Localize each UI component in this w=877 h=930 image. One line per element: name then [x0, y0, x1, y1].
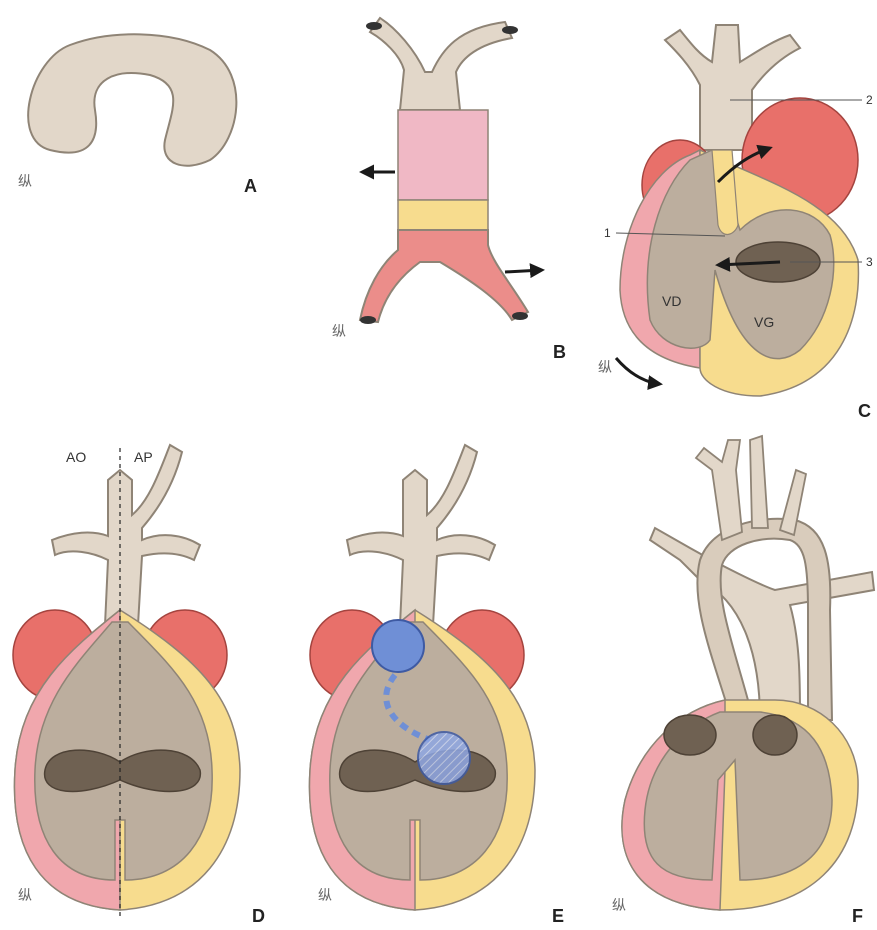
- panel-a-signature: 纵: [18, 174, 32, 190]
- outflow-trunk-e: [347, 445, 495, 625]
- panel-a: 纵 A: [18, 34, 257, 196]
- panel-d: AO AP 纵 D: [13, 445, 265, 926]
- label-vd: VD: [662, 293, 681, 309]
- arrow-rotation: [616, 358, 660, 384]
- right-outflow-opening: [664, 715, 716, 755]
- panel-b: 纵 B: [332, 18, 566, 362]
- panel-f-signature: 纵: [612, 898, 626, 914]
- panel-d-letter: D: [252, 906, 265, 926]
- lower-branches: [360, 230, 528, 322]
- leader-3: 3: [866, 255, 873, 269]
- panel-c-signature: 纵: [598, 360, 612, 376]
- label-ao: AO: [66, 449, 86, 465]
- pulmonary-artery: [650, 528, 874, 720]
- panel-c-letter: C: [858, 401, 871, 421]
- upper-branches: [370, 18, 512, 110]
- leader-1: 1: [604, 226, 611, 240]
- panel-e-letter: E: [552, 906, 564, 926]
- heart-tube-loop: [28, 34, 236, 165]
- panel-f: 纵 F: [612, 436, 874, 926]
- bulbus-band-pink: [398, 110, 488, 200]
- panel-a-letter: A: [244, 176, 257, 196]
- panel-b-signature: 纵: [332, 324, 346, 340]
- arrow-right: [505, 270, 542, 272]
- panel-e-signature: 纵: [318, 888, 332, 904]
- left-outflow-opening: [753, 715, 797, 755]
- outflow-trunk-d: [52, 445, 200, 625]
- panel-c: 1 2 3 VD VG 纵 C: [598, 25, 873, 421]
- label-ap: AP: [134, 449, 153, 465]
- panel-f-letter: F: [852, 906, 863, 926]
- panel-d-signature: 纵: [18, 888, 32, 904]
- blue-disc-lower: [418, 732, 470, 784]
- leader-2: 2: [866, 93, 873, 107]
- blue-disc-upper: [372, 620, 424, 672]
- panel-e: 纵 E: [309, 445, 564, 926]
- panel-b-letter: B: [553, 342, 566, 362]
- label-vg: VG: [754, 314, 774, 330]
- ventricle-band-yellow: [398, 200, 488, 230]
